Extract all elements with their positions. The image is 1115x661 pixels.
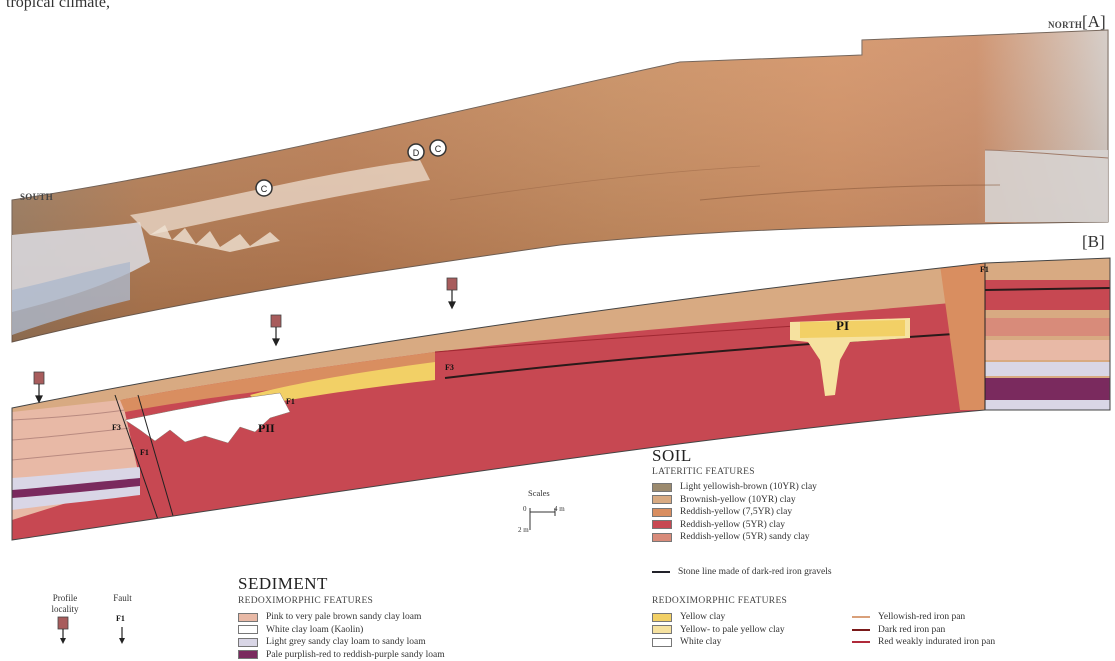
legend-swatch bbox=[652, 495, 672, 504]
legend-swatch bbox=[238, 638, 258, 647]
soil-title: SOIL bbox=[652, 446, 692, 466]
lateritic-item: Brownish-yellow (10YR) clay bbox=[652, 494, 817, 507]
legend-label: Reddish-yellow (7,5YR) clay bbox=[680, 507, 792, 517]
scale-v-tick: 2 m bbox=[518, 526, 529, 534]
legend-swatch bbox=[652, 613, 672, 622]
scale-h-tick-0: 0 bbox=[523, 505, 527, 513]
lateritic-item: Reddish-yellow (5YR) sandy clay bbox=[652, 531, 817, 544]
redox-item: Yellow- to pale yellow clay bbox=[652, 624, 785, 637]
legend-swatch bbox=[652, 625, 672, 634]
legend-label: Light yellowish-brown (10YR) clay bbox=[680, 482, 817, 492]
fault-label-4: F3 bbox=[112, 423, 121, 432]
legend-swatch bbox=[652, 533, 672, 542]
fault-label: Fault bbox=[110, 593, 135, 603]
legend-label: Yellow clay bbox=[680, 612, 725, 622]
fault-label-1: F1 bbox=[980, 265, 989, 274]
profile-locality-label: Profile locality bbox=[40, 593, 90, 615]
south-label: SOUTH bbox=[20, 192, 53, 202]
legend-swatch bbox=[238, 625, 258, 634]
scale-bar bbox=[530, 508, 555, 530]
legend-swatch bbox=[852, 641, 870, 643]
panel-a-tag: [A] bbox=[1082, 12, 1106, 32]
redox-subtitle: REDOXIMORPHIC FEATURES bbox=[652, 596, 787, 606]
redox-item: White clay bbox=[652, 636, 785, 649]
photo-marker-3-label: C bbox=[435, 144, 442, 154]
sediment-title: SEDIMENT bbox=[238, 574, 328, 594]
sediment-item: White clay loam (Kaolin) bbox=[238, 624, 445, 637]
legend-label: White clay bbox=[680, 637, 721, 647]
profile-label-pii: PII bbox=[258, 421, 275, 435]
legend-swatch bbox=[652, 508, 672, 517]
legend-label: Yellowish-red iron pan bbox=[878, 612, 965, 622]
profile-label-pi: PI bbox=[836, 318, 849, 333]
fault-label-5: F1 bbox=[140, 448, 149, 457]
legend-swatch bbox=[852, 629, 870, 631]
legend-swatch bbox=[238, 650, 258, 659]
legend-label: Pink to very pale brown sandy clay loam bbox=[266, 612, 421, 622]
photo-marker-2-label: D bbox=[413, 148, 420, 158]
fault-label-3: F1 bbox=[286, 397, 295, 406]
scale-title: Scales bbox=[528, 488, 550, 498]
stone-line-swatch bbox=[652, 571, 670, 573]
stone-line-label: Stone line made of dark-red iron gravels bbox=[678, 567, 832, 577]
legend-label: Red weakly indurated iron pan bbox=[878, 637, 995, 647]
legend-label: Reddish-yellow (5YR) sandy clay bbox=[680, 532, 810, 542]
redox-item: Yellow clay bbox=[652, 611, 785, 624]
fault-symbol bbox=[119, 627, 125, 644]
photo-marker-1-label: C bbox=[261, 184, 268, 194]
fault-symbol-label: F1 bbox=[116, 614, 125, 623]
sediment-item: Light grey sandy clay loam to sandy loam bbox=[238, 636, 445, 649]
profile-locality-symbol bbox=[58, 617, 68, 644]
legend-label: Pale purplish-red to reddish-purple sand… bbox=[266, 650, 445, 660]
lateritic-item: Reddish-yellow (5YR) clay bbox=[652, 519, 817, 532]
line-item: Dark red iron pan bbox=[852, 624, 995, 637]
legend-swatch bbox=[652, 638, 672, 647]
scale-h-tick-1: 4 m bbox=[554, 505, 565, 513]
legend-label: Yellow- to pale yellow clay bbox=[680, 625, 785, 635]
sediment-item: Pale purplish-red to reddish-purple sand… bbox=[238, 649, 445, 661]
fault-label-2: F3 bbox=[445, 363, 454, 372]
stone-line-item: Stone line made of dark-red iron gravels bbox=[652, 567, 832, 577]
lateritic-item: Reddish-yellow (7,5YR) clay bbox=[652, 506, 817, 519]
legend-swatch bbox=[852, 616, 870, 618]
legend-label: Reddish-yellow (5YR) clay bbox=[680, 520, 785, 530]
sediment-item: Pink to very pale brown sandy clay loam bbox=[238, 611, 445, 624]
legend-label: Light grey sandy clay loam to sandy loam bbox=[266, 637, 426, 647]
legend-label: White clay loam (Kaolin) bbox=[266, 625, 363, 635]
line-item: Red weakly indurated iron pan bbox=[852, 636, 995, 649]
legend-swatch bbox=[652, 520, 672, 529]
line-item: Yellowish-red iron pan bbox=[852, 611, 995, 624]
sediment-subtitle: REDOXIMORPHIC FEATURES bbox=[238, 596, 373, 606]
header-cut-text: tropical climate, bbox=[6, 0, 110, 12]
legend-swatch bbox=[652, 483, 672, 492]
legend-label: Dark red iron pan bbox=[878, 625, 945, 635]
legend-label: Brownish-yellow (10YR) clay bbox=[680, 495, 796, 505]
north-label: NORTH bbox=[1048, 20, 1082, 30]
panel-b-tag: [B] bbox=[1082, 232, 1105, 252]
legend-swatch bbox=[238, 613, 258, 622]
lateritic-subtitle: LATERITIC FEATURES bbox=[652, 467, 755, 477]
lateritic-item: Light yellowish-brown (10YR) clay bbox=[652, 481, 817, 494]
